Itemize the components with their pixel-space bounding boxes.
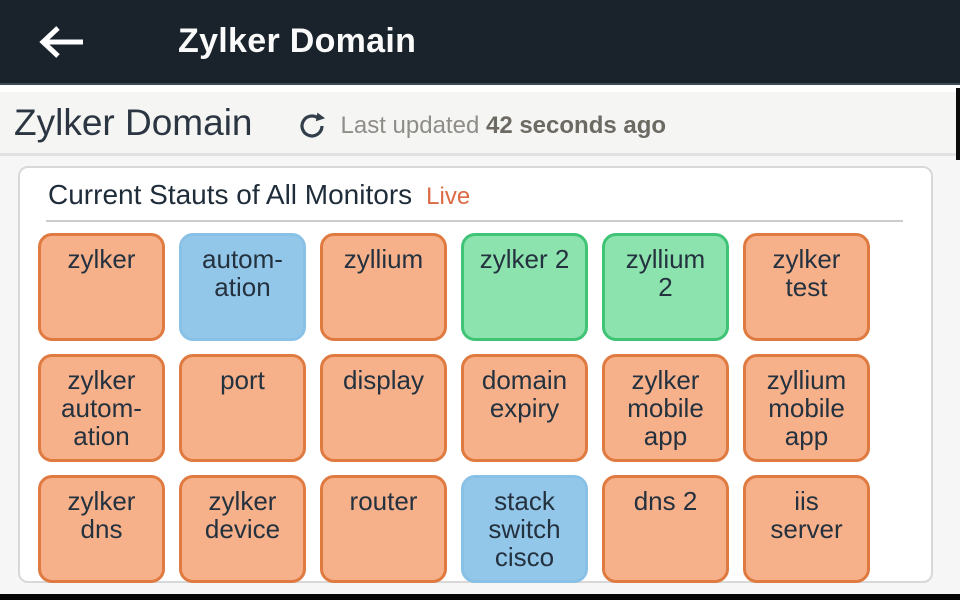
monitor-tile[interactable]: iis server [743, 475, 870, 583]
white-strip [0, 85, 960, 92]
monitor-tile[interactable]: display [320, 354, 447, 462]
monitor-tile[interactable]: router [320, 475, 447, 583]
header-divider [0, 153, 960, 156]
monitor-tile[interactable]: autom- ation [179, 233, 306, 341]
app-bar-title: Zylker Domain [178, 22, 417, 60]
monitor-tile-label: zyllium mobile app [766, 366, 847, 450]
monitor-tile-label: zylker 2 [479, 245, 570, 274]
monitor-tile[interactable]: dns 2 [602, 475, 729, 583]
monitor-tile-label: router [349, 487, 418, 516]
monitor-tile[interactable]: zylker dns [38, 475, 165, 583]
page-header: Zylker Domain Last updated 42 seconds ag… [0, 92, 960, 153]
monitor-tile-label: iis server [770, 487, 843, 544]
monitor-tile-label: autom- ation [202, 245, 283, 302]
live-badge: Live [426, 183, 471, 210]
monitor-tile[interactable]: zyllium 2 [602, 233, 729, 341]
bottom-bar [0, 594, 960, 600]
monitor-tile-label: display [343, 366, 424, 395]
monitor-tile[interactable]: zyllium [320, 233, 447, 341]
back-button[interactable] [34, 20, 88, 64]
monitor-tile[interactable]: zyllium mobile app [743, 354, 870, 462]
refresh-icon [299, 112, 325, 138]
content: Current Stauts of All Monitors Live zylk… [0, 156, 960, 594]
monitor-grid: zylker autom- ation zyllium zylker 2 zyllium… [38, 233, 931, 583]
monitor-tile-label: stack switch cisco [488, 487, 561, 571]
monitor-tile[interactable]: port [179, 354, 306, 462]
page-title: Zylker Domain [14, 101, 253, 143]
monitor-tile-label: zylker autom- ation [61, 366, 142, 450]
monitor-tile-label: port [220, 366, 265, 395]
card-heading-divider [46, 220, 903, 222]
monitor-tile-label: zyllium 2 [625, 245, 706, 302]
monitor-status-card: Current Stauts of All Monitors Live zylk… [18, 166, 933, 583]
monitor-tile[interactable]: zylker [38, 233, 165, 341]
monitor-tile[interactable]: stack switch cisco [461, 475, 588, 583]
monitor-tile-label: domain expiry [481, 366, 568, 423]
last-updated-label: Last updated [340, 111, 480, 139]
monitor-tile[interactable]: domain expiry [461, 354, 588, 462]
monitor-tile[interactable]: zylker mobile app [602, 354, 729, 462]
monitor-tile[interactable]: zylker test [743, 233, 870, 341]
card-header: Current Stauts of All Monitors Live [38, 179, 931, 211]
monitor-tile[interactable]: zylker device [179, 475, 306, 583]
monitor-tile-label: zylker device [204, 487, 281, 544]
monitor-tile[interactable]: zylker autom- ation [38, 354, 165, 462]
monitor-tile-label: zyllium [343, 245, 424, 274]
scrollbar[interactable] [956, 88, 960, 160]
last-updated-value: 42 seconds ago [485, 111, 667, 139]
refresh-button[interactable] [297, 111, 327, 141]
monitor-tile-label: zylker mobile app [627, 366, 704, 450]
arrow-left-icon [39, 25, 83, 58]
last-updated: Last updated 42 seconds ago [341, 112, 667, 140]
app-bar: Zylker Domain [0, 0, 960, 85]
monitor-tile-label: dns 2 [633, 487, 698, 516]
monitor-tile-label: zylker dns [67, 487, 136, 544]
monitor-tile-label: zylker test [772, 245, 841, 302]
monitor-tile-label: zylker [67, 245, 136, 274]
card-heading: Current Stauts of All Monitors [48, 179, 413, 210]
monitor-tile[interactable]: zylker 2 [461, 233, 588, 341]
